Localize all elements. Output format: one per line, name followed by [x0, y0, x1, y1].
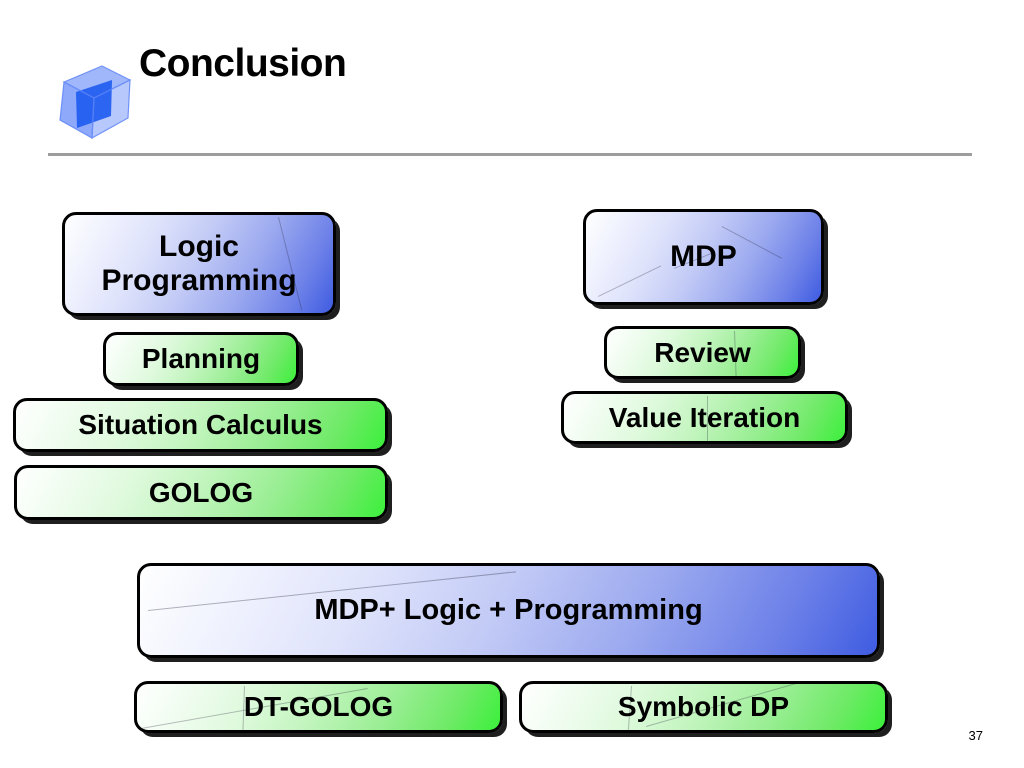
node-value-iteration[interactable]: Value Iteration: [561, 391, 848, 444]
node-golog[interactable]: GOLOG: [14, 465, 388, 520]
node-label: GOLOG: [148, 476, 254, 508]
node-mdp[interactable]: MDP: [583, 209, 824, 305]
node-label: Situation Calculus: [78, 409, 323, 441]
node-label: Review: [654, 336, 751, 368]
node-label: MDP: [670, 240, 737, 274]
node-review[interactable]: Review: [604, 326, 801, 379]
node-label: Logic Programming: [101, 230, 297, 297]
node-mdp-logic-programming[interactable]: MDP+ Logic + Programming: [137, 563, 880, 658]
blue-cube-icon: [50, 58, 136, 144]
page-title: Conclusion: [139, 42, 347, 85]
node-planning[interactable]: Planning: [103, 332, 299, 386]
node-label: Value Iteration: [608, 401, 801, 433]
page-number: 37: [968, 728, 983, 743]
node-symbolic-dp[interactable]: Symbolic DP: [519, 681, 888, 733]
node-label: Symbolic DP: [617, 691, 790, 723]
title-divider: [48, 153, 972, 156]
node-situation-calculus[interactable]: Situation Calculus: [13, 398, 388, 452]
node-logic-programming[interactable]: Logic Programming: [62, 212, 336, 316]
node-label: Planning: [141, 343, 261, 375]
node-label: MDP+ Logic + Programming: [314, 594, 703, 627]
node-label: DT-GOLOG: [243, 691, 394, 723]
node-dt-golog[interactable]: DT-GOLOG: [134, 681, 503, 733]
